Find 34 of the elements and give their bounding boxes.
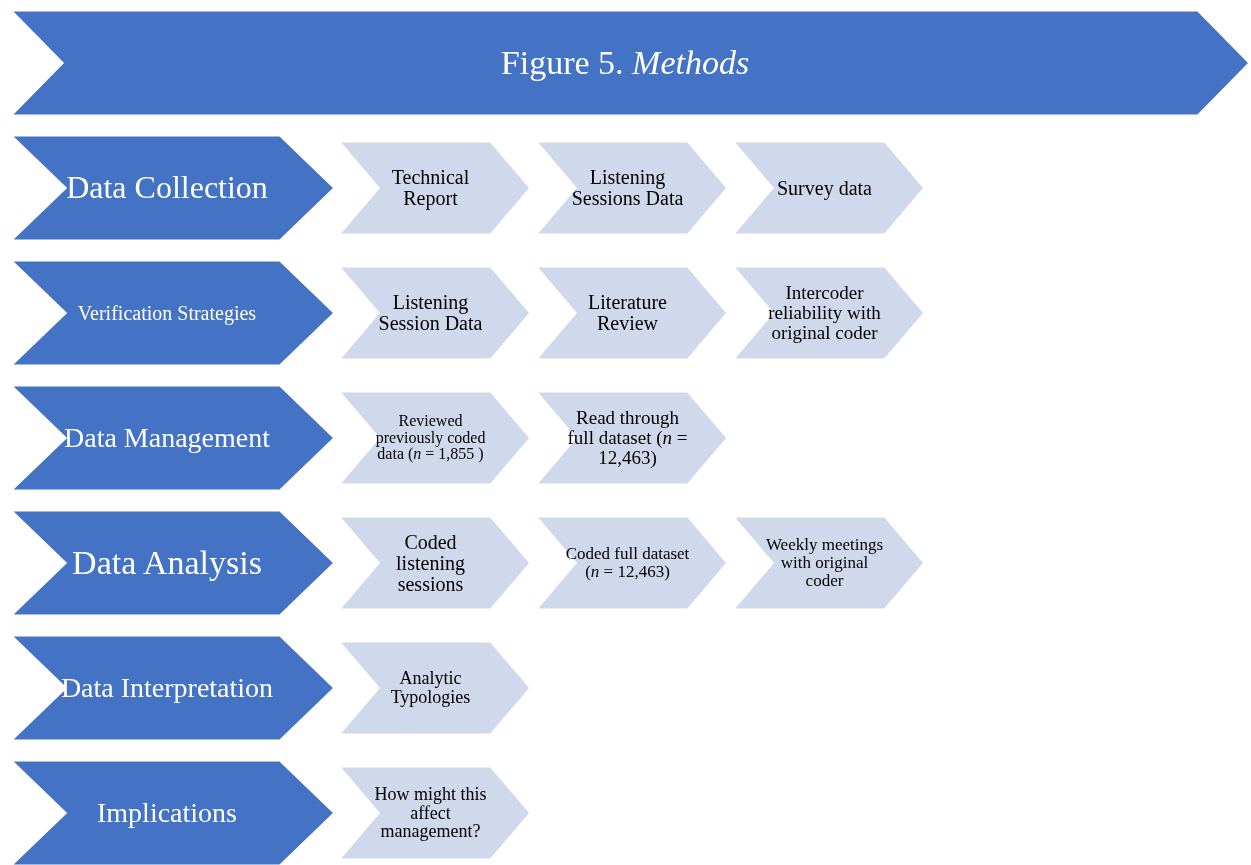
step-card <box>535 391 728 485</box>
step-card <box>732 516 925 610</box>
step-card <box>535 516 728 610</box>
stage-label: Implications <box>97 798 237 828</box>
step-card <box>338 141 531 235</box>
step-label: Technical Report <box>390 167 471 209</box>
step-card <box>338 641 531 735</box>
step-label: Coded listening sessions <box>395 531 466 595</box>
step-label: Listening Session Data <box>377 292 484 334</box>
step-label: Read through full dataset (n = 12,463) <box>566 408 689 468</box>
stage-label: Data Management <box>64 423 270 453</box>
step-card <box>338 266 531 360</box>
stage-label: Data Interpretation <box>60 673 274 703</box>
diagram-title: Figure 5. Methods <box>500 45 750 81</box>
step-card <box>535 266 728 360</box>
stage-header <box>10 760 335 865</box>
stage-label: Verification Strategies <box>77 302 257 324</box>
step-label: How might this affect management? <box>373 784 488 842</box>
step-label: Coded full dataset (n = 12,463) <box>565 545 690 581</box>
step-label: Survey data <box>777 177 872 199</box>
stage-label: Data Collection <box>66 171 268 205</box>
step-card <box>338 516 531 610</box>
stage-label: Data Analysis <box>72 545 262 581</box>
step-card <box>732 266 925 360</box>
step-label: Intercoder reliability with original coder <box>767 283 882 343</box>
step-card <box>338 391 531 485</box>
step-card <box>535 141 728 235</box>
step-label: Literature Review <box>587 292 668 334</box>
step-label: Weekly meetings with original coder <box>764 536 885 590</box>
step-label: Analytic Typologies <box>389 669 472 707</box>
step-label: Reviewed previously coded data (n = 1,855 ) <box>374 412 487 464</box>
step-card <box>732 141 925 235</box>
step-card <box>338 766 531 860</box>
step-label: Listening Sessions Data <box>570 167 685 209</box>
